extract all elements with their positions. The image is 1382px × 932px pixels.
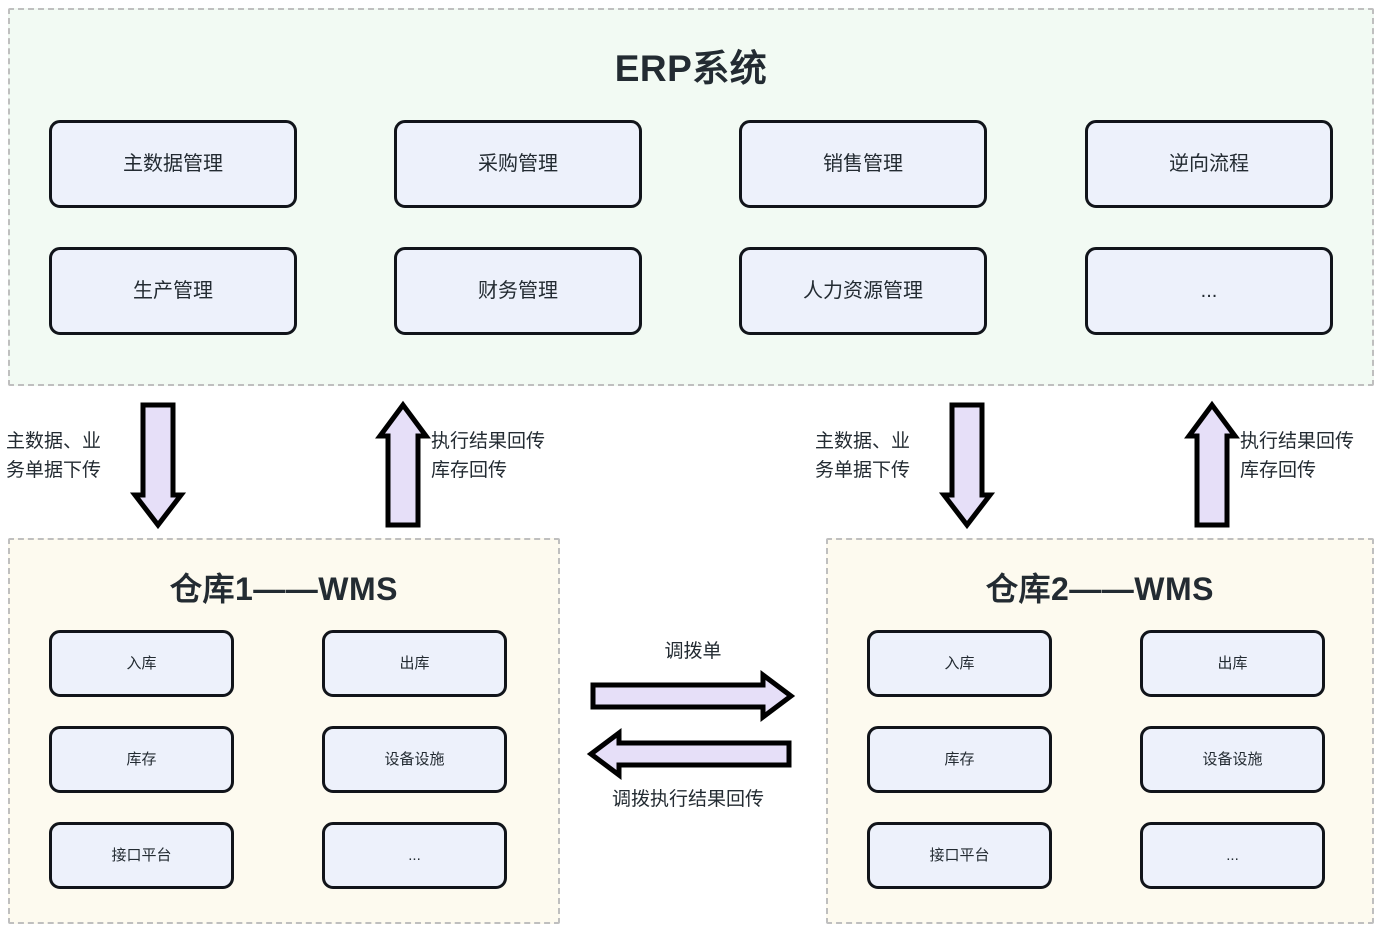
erp-system-title: ERP系统 bbox=[614, 48, 768, 89]
wh2-module-more[interactable]: ... bbox=[1140, 822, 1325, 889]
arrow-down-erp-to-warehouse2 bbox=[938, 402, 996, 530]
wh1-module-more[interactable]: ... bbox=[322, 822, 507, 889]
arrow-left-transfer-result bbox=[586, 728, 792, 780]
warehouse2-title: 仓库2——WMS bbox=[985, 571, 1214, 607]
flow-label-warehouse2-to-erp: 执行结果回传 库存回传 bbox=[1240, 431, 1355, 482]
arrow-down-erp-to-warehouse1 bbox=[129, 402, 187, 530]
arrow-right-transfer-order bbox=[590, 670, 796, 722]
wh1-module-equipment[interactable]: 设备设施 bbox=[322, 726, 507, 793]
wh2-module-inventory[interactable]: 库存 bbox=[867, 726, 1052, 793]
erp-module-purchasing[interactable]: 采购管理 bbox=[394, 120, 642, 208]
wh2-module-outbound[interactable]: 出库 bbox=[1140, 630, 1325, 697]
wh1-module-interface[interactable]: 接口平台 bbox=[49, 822, 234, 889]
erp-module-more[interactable]: ... bbox=[1085, 247, 1333, 335]
erp-module-hr[interactable]: 人力资源管理 bbox=[739, 247, 987, 335]
erp-module-finance[interactable]: 财务管理 bbox=[394, 247, 642, 335]
wh1-module-inbound[interactable]: 入库 bbox=[49, 630, 234, 697]
wh1-module-inventory[interactable]: 库存 bbox=[49, 726, 234, 793]
wh2-module-interface[interactable]: 接口平台 bbox=[867, 822, 1052, 889]
erp-module-sales[interactable]: 销售管理 bbox=[739, 120, 987, 208]
wh2-module-equipment[interactable]: 设备设施 bbox=[1140, 726, 1325, 793]
flow-label-erp-to-warehouse2: 主数据、业 务单据下传 bbox=[815, 431, 911, 482]
erp-module-master-data[interactable]: 主数据管理 bbox=[49, 120, 297, 208]
erp-module-production[interactable]: 生产管理 bbox=[49, 247, 297, 335]
flow-label-erp-to-warehouse1: 主数据、业 务单据下传 bbox=[6, 431, 102, 482]
wh2-module-inbound[interactable]: 入库 bbox=[867, 630, 1052, 697]
erp-system-panel: ERP系统 主数据管理 采购管理 销售管理 逆向流程 生产管理 财务管理 人力资… bbox=[8, 8, 1374, 386]
erp-module-reverse-flow[interactable]: 逆向流程 bbox=[1085, 120, 1333, 208]
warehouse1-wms-panel: 仓库1——WMS 入库 出库 库存 设备设施 接口平台 ... bbox=[8, 538, 560, 924]
warehouse2-wms-panel: 仓库2——WMS 入库 出库 库存 设备设施 接口平台 ... bbox=[826, 538, 1374, 924]
arrow-up-warehouse2-to-erp bbox=[1184, 400, 1240, 528]
flow-label-warehouse1-to-erp: 执行结果回传 库存回传 bbox=[431, 431, 546, 482]
arrow-up-warehouse1-to-erp bbox=[375, 400, 431, 528]
flow-label-transfer-order: 调拨单 bbox=[664, 641, 722, 662]
flow-label-transfer-result: 调拨执行结果回传 bbox=[611, 789, 764, 810]
warehouse1-title: 仓库1——WMS bbox=[169, 571, 398, 607]
wh1-module-outbound[interactable]: 出库 bbox=[322, 630, 507, 697]
